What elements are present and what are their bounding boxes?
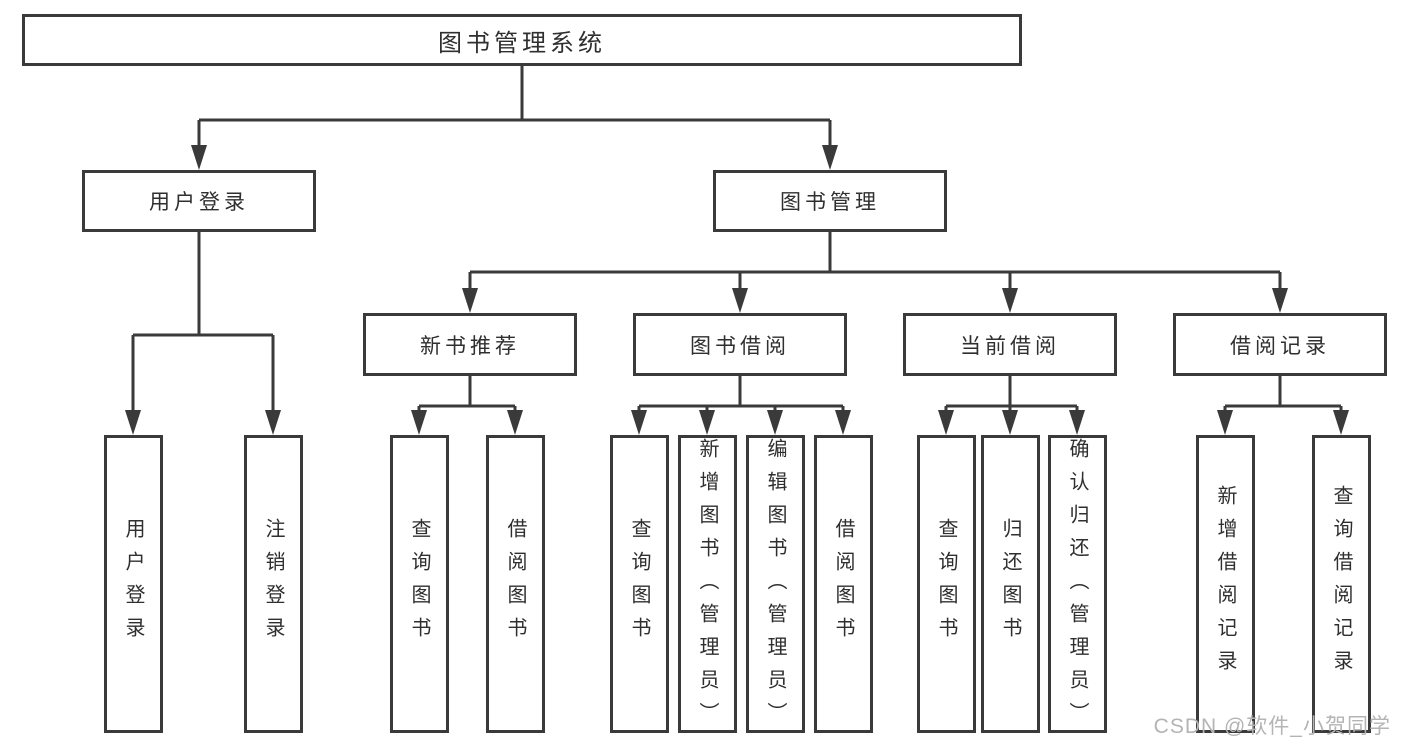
- leaf-label: 借阅图书: [504, 518, 526, 650]
- leaf-add-borrow-record: 新增借阅记录: [1195, 435, 1255, 733]
- leaf-label: 查询图书: [408, 518, 430, 650]
- node-new-book-recommend: 新书推荐: [363, 313, 577, 376]
- leaf-query-book-current: 查询图书: [916, 435, 976, 733]
- csdn-watermark: CSDN @软件_小贺同学: [1153, 715, 1391, 738]
- leaf-label: 用户登录: [122, 518, 144, 650]
- leaf-label: 查询图书: [628, 518, 650, 650]
- node-book-management: 图书管理: [713, 170, 947, 232]
- leaf-label: 编辑图书（管理员）: [764, 438, 786, 735]
- leaf-label: 新增图书（管理员）: [696, 438, 718, 735]
- leaf-edit-book-admin: 编辑图书（管理员）: [745, 435, 805, 735]
- leaf-label: 确认归还（管理员）: [1066, 438, 1088, 735]
- leaf-label: 查询图书: [935, 518, 957, 650]
- node-book-borrow: 图书借阅: [633, 313, 847, 376]
- leaf-label: 查询借阅记录: [1330, 485, 1352, 683]
- leaf-logout: 注销登录: [243, 435, 303, 733]
- leaf-label: 注销登录: [262, 518, 284, 650]
- leaf-label: 新增借阅记录: [1214, 485, 1236, 683]
- leaf-query-book-recommend: 查询图书: [389, 435, 449, 733]
- leaf-borrow-book: 借阅图书: [813, 435, 873, 733]
- node-user-login: 用户登录: [82, 170, 316, 232]
- leaf-borrow-book-recommend: 借阅图书: [485, 435, 545, 733]
- leaf-query-borrow-record: 查询借阅记录: [1311, 435, 1371, 733]
- leaf-user-login: 用户登录: [103, 435, 163, 733]
- leaf-confirm-return-admin: 确认归还（管理员）: [1047, 435, 1107, 735]
- leaf-label: 借阅图书: [832, 518, 854, 650]
- leaf-return-book: 归还图书: [980, 435, 1040, 733]
- leaf-label: 归还图书: [999, 518, 1021, 650]
- leaf-query-book-borrow: 查询图书: [609, 435, 669, 733]
- node-current-borrow: 当前借阅: [903, 313, 1117, 376]
- node-root: 图书管理系统: [22, 14, 1022, 66]
- node-borrow-records: 借阅记录: [1173, 313, 1387, 376]
- leaf-add-book-admin: 新增图书（管理员）: [677, 435, 737, 735]
